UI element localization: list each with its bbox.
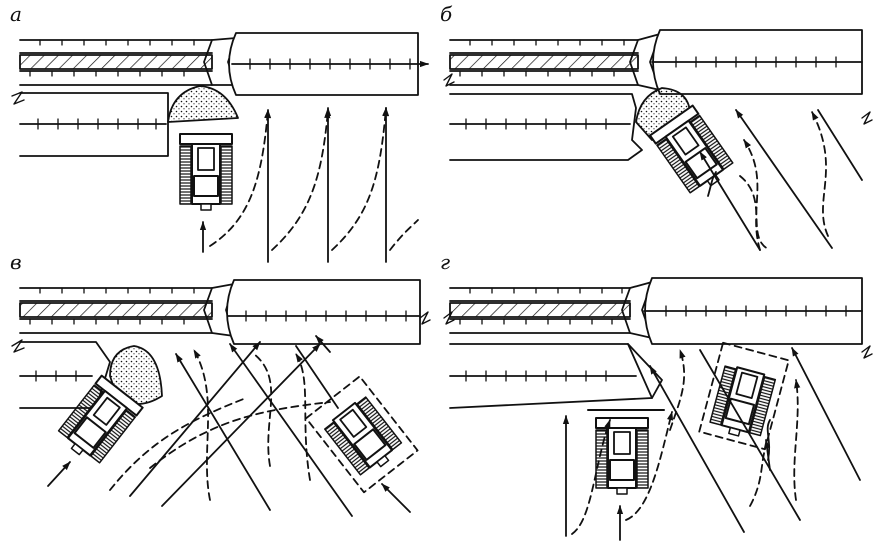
panel-v <box>12 280 430 516</box>
panel-a <box>12 33 428 262</box>
panel-b <box>444 30 872 250</box>
panel-g <box>444 278 872 540</box>
soil-heap-icon <box>168 86 238 122</box>
